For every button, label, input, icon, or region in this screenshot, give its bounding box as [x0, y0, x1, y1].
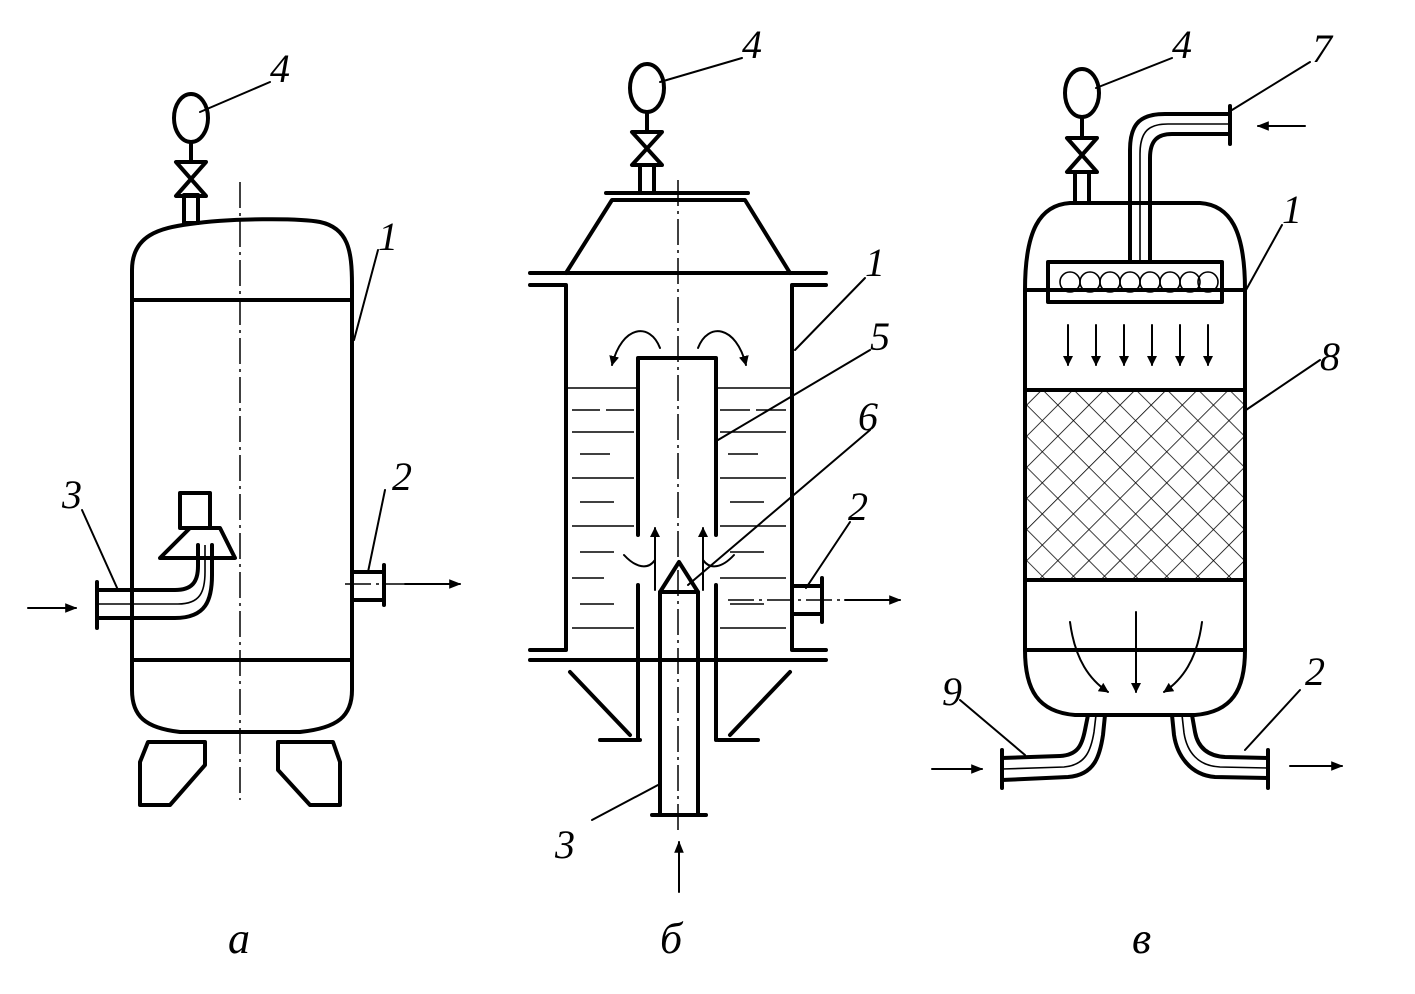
- label-4-c: 4: [1172, 22, 1192, 67]
- label-2-c: 2: [1305, 649, 1325, 694]
- relief-valve-b: [628, 62, 666, 195]
- outlet-pipe-b: [728, 576, 902, 624]
- label-8-c: 8: [1320, 334, 1340, 379]
- outlet-pipe-a: [345, 563, 462, 607]
- label-4-a: 4: [270, 46, 290, 91]
- label-4-b: 4: [742, 22, 762, 67]
- caption-a: а: [228, 914, 250, 963]
- label-7-c: 7: [1312, 26, 1334, 71]
- panel-c: 4 7 1 8 2 9 в: [931, 22, 1344, 963]
- label-1-a: 1: [378, 214, 398, 259]
- label-2-a: 2: [392, 454, 412, 499]
- label-3-b: 3: [554, 822, 575, 867]
- panel-a: 4 1 2 3 а: [27, 46, 462, 963]
- distributor-c: [1046, 260, 1224, 304]
- label-1-b: 1: [865, 240, 885, 285]
- panel-b: 4 1 5 6 2 3 б: [528, 22, 902, 963]
- inlet-pipe-top-c: [1128, 104, 1306, 264]
- label-1-c: 1: [1282, 187, 1302, 232]
- vessel-body-b: [528, 191, 828, 742]
- outlet-pipe-bottom-c: [1170, 713, 1344, 790]
- relief-valve-a: [172, 92, 210, 225]
- label-6-b: 6: [858, 394, 878, 439]
- leaders-a: [81, 81, 386, 591]
- inlet-pipe-b: [650, 560, 708, 893]
- relief-valve-c: [1063, 67, 1101, 205]
- leaders-c: [959, 57, 1321, 756]
- vessel-body-a: [130, 217, 354, 734]
- inlet-pipe-bottom-c: [931, 713, 1107, 790]
- support-legs-a: [138, 740, 342, 807]
- inlet-pipe-a: [27, 491, 237, 630]
- mesh-packing-c: [1023, 388, 1247, 582]
- label-9-c: 9: [942, 669, 962, 714]
- leaders-b: [591, 57, 871, 821]
- caption-c: в: [1132, 914, 1151, 963]
- flow-arrows-b: [609, 330, 749, 591]
- label-5-b: 5: [870, 314, 890, 359]
- inner-tube-b: [636, 356, 718, 742]
- flow-arrows-c: [1063, 324, 1213, 693]
- label-3-a: 3: [61, 472, 82, 517]
- label-2-b: 2: [848, 484, 868, 529]
- liquid-level-b: [568, 387, 790, 629]
- caption-b: б: [660, 914, 684, 963]
